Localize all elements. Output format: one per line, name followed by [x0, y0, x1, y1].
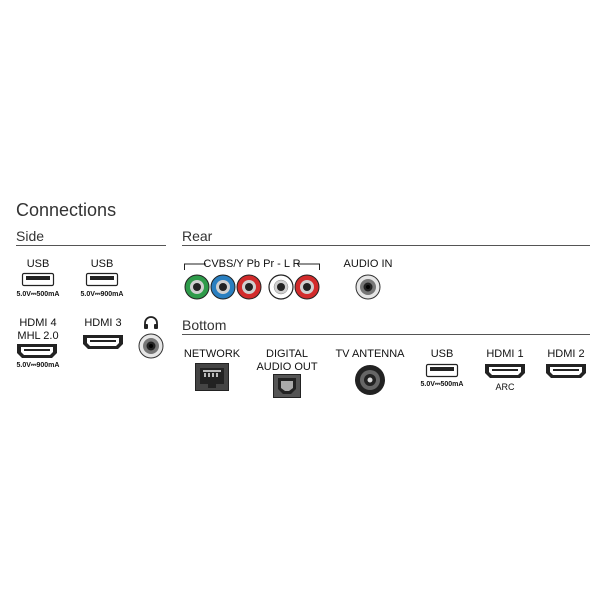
- rca-jacks: [184, 274, 320, 300]
- rca-green-jack-icon: [184, 274, 210, 300]
- rca-white-jack-icon: [268, 274, 294, 300]
- side-usb1-spec: 5.0V⎓500mA: [16, 291, 60, 298]
- bottom-heading: Bottom: [182, 317, 227, 333]
- network-label: NETWORK: [183, 348, 241, 360]
- usb-port-icon: [21, 272, 55, 287]
- side-hdmi4-label-line1: HDMI 4: [19, 317, 57, 329]
- antenna-connector-icon: [355, 365, 385, 395]
- hdmi-port-icon: [485, 364, 525, 378]
- side-usb2-spec: 5.0V⎓900mA: [80, 291, 124, 298]
- ethernet-port-icon: [195, 363, 229, 391]
- hdmi-port-icon: [546, 364, 586, 378]
- side-heading: Side: [16, 228, 45, 244]
- digital-audio-label-line1: DIGITAL: [266, 348, 308, 360]
- page-title: Connections: [16, 200, 117, 220]
- tv-antenna-label: TV ANTENNA: [335, 348, 405, 360]
- rear-divider: [182, 245, 590, 246]
- component-label: CVBS/Y Pb Pr - L R: [203, 258, 301, 270]
- audio-in-label: AUDIO IN: [343, 258, 393, 270]
- hdmi1-arc-label: ARC: [495, 382, 515, 392]
- side-divider: [16, 245, 166, 246]
- component-bracket: [184, 263, 320, 270]
- audio-in-jack-icon: [355, 274, 381, 300]
- usb-port-icon: [85, 272, 119, 287]
- headphones-icon: [144, 316, 158, 329]
- side-hdmi4-label-line2: MHL 2.0: [17, 330, 59, 342]
- headphone-jack-icon: [138, 333, 164, 359]
- side-usb1-label: USB: [26, 258, 50, 270]
- rca-red-jack-icon: [236, 274, 262, 300]
- bottom-usb-spec: 5.0V⎓500mA: [420, 381, 464, 388]
- bottom-usb-label: USB: [430, 348, 454, 360]
- hdmi-port-icon: [17, 344, 57, 358]
- hdmi2-label: HDMI 2: [547, 348, 585, 360]
- rear-heading: Rear: [182, 228, 213, 244]
- bottom-divider: [182, 334, 590, 335]
- rca-red-audio-jack-icon: [294, 274, 320, 300]
- side-usb2-label: USB: [90, 258, 114, 270]
- usb-port-icon: [425, 363, 459, 378]
- side-hdmi4-spec: 5.0V⎓900mA: [16, 362, 60, 369]
- hdmi-port-icon: [83, 335, 123, 349]
- side-hdmi3-label: HDMI 3: [84, 317, 122, 329]
- optical-port-icon: [273, 374, 301, 398]
- digital-audio-label-line2: AUDIO OUT: [256, 361, 318, 373]
- rca-blue-jack-icon: [210, 274, 236, 300]
- hdmi1-label: HDMI 1: [486, 348, 524, 360]
